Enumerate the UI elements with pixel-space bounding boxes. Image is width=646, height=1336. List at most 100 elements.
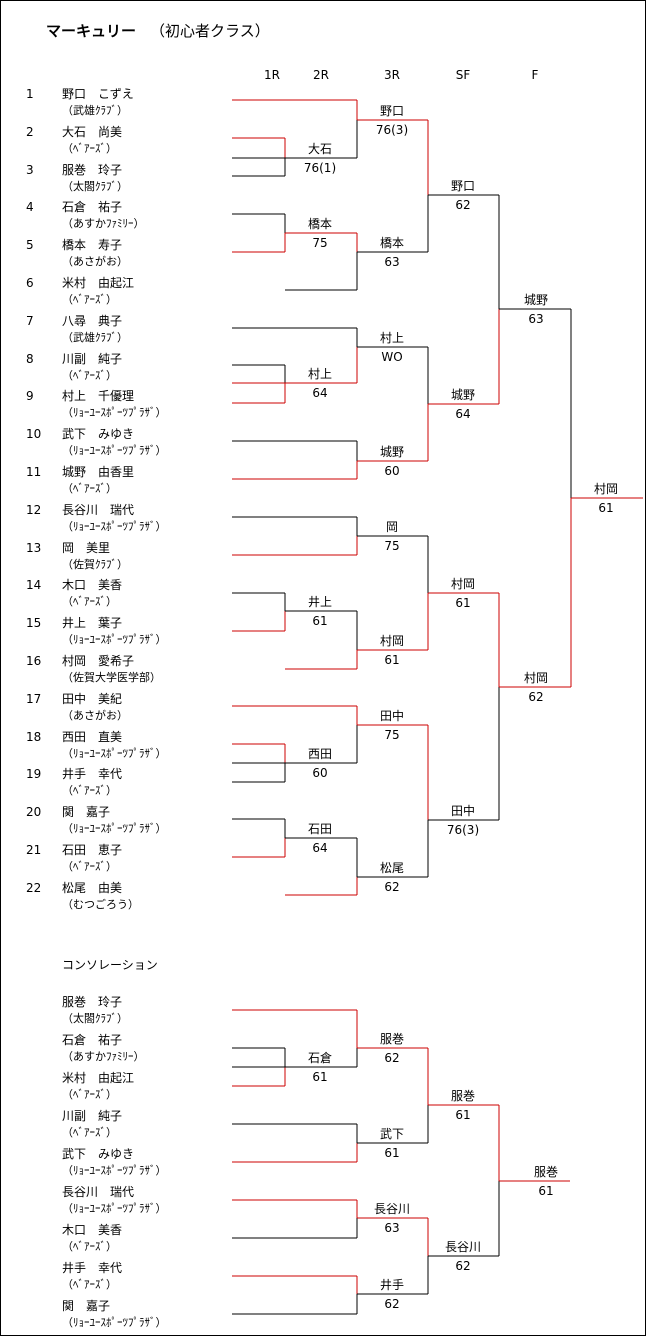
result-score: 60 [384,464,400,478]
result-name: 大石 [307,142,333,156]
player-number: 16 [26,654,42,668]
consolation-result-name: 井手 [379,1278,405,1292]
player-number: 18 [26,729,42,744]
player-name: 石田 恵子 [62,843,123,857]
consolation-player-club: （太閤ｸﾗﾌﾞ） [62,1012,128,1025]
consolation-player-name: 関 嘉子 [62,1299,111,1313]
player-number: 19 [26,767,42,782]
player-name: 橋本 寿子 [62,238,123,253]
player-club: （太閤ｸﾗﾌﾞ） [62,179,128,193]
consolation-result-score: 62 [384,1297,400,1311]
consolation-player-club: （ﾍﾞｱｰｽﾞ） [62,1126,117,1139]
result-score: 62 [455,198,471,212]
consolation-result-name: 石倉 [307,1051,333,1065]
player-club: （ﾍﾞｱｰｽﾞ） [62,860,117,873]
player-name: 川副 純子 [62,351,123,366]
round-header: F [531,68,539,82]
player-number: 21 [26,843,42,857]
player-club: （ﾍﾞｱｰｽﾞ） [62,784,117,798]
player-number: 3 [26,162,34,177]
player-name: 野口 こずえ [62,87,134,101]
result-score: 64 [455,407,471,421]
consolation-player-club: （ﾘｮｰﾕｰｽﾎﾟｰﾂﾌﾟﾗｻﾞ） [62,1164,167,1177]
subtitle-text: （初心者クラス） [150,22,270,40]
round-header: 3R [384,68,400,82]
consolation-player-club: （あすかﾌｧﾐﾘｰ） [62,1050,145,1063]
player-club: （ﾘｮｰﾕｰｽﾎﾟｰﾂﾌﾟﾗｻﾞ） [62,633,167,647]
result-score: 75 [312,236,328,250]
player-number: 12 [26,502,42,517]
player-name: 長谷川 瑞代 [62,502,135,517]
result-score: 61 [598,501,614,515]
player-club: （武雄ｸﾗﾌﾞ） [62,104,128,117]
result-name: 城野 [450,388,476,402]
player-number: 9 [26,389,34,404]
result-score: 76(1) [303,161,337,175]
consolation-result-name: 服巻 [450,1089,476,1103]
player-number: 6 [26,276,34,290]
player-number: 7 [26,313,34,328]
result-name: 橋本 [307,217,333,231]
result-name: 村岡 [379,634,405,648]
consolation-result-score: 62 [455,1259,471,1273]
consolation-player-name: 川副 純子 [62,1109,123,1123]
result-score: 62 [384,880,400,894]
player-name: 服巻 玲子 [62,162,123,177]
result-score: 64 [312,841,328,855]
player-club: （佐賀ｸﾗﾌﾞ） [62,557,128,571]
player-club: （ﾍﾞｱｰｽﾞ） [62,293,117,306]
result-name: 村岡 [450,577,476,591]
consolation-player-name: 井手 幸代 [62,1261,123,1275]
title-text: マーキュリー [46,22,137,40]
consolation-result-score: 61 [538,1184,554,1198]
result-name: 岡 [385,520,399,534]
player-club: （ﾍﾞｱｰｽﾞ） [62,595,117,609]
consolation-result-name: 長谷川 [444,1240,482,1254]
consolation-result-score: 61 [455,1108,471,1122]
result-score: 61 [384,653,400,667]
player-number: 5 [26,238,34,253]
player-number: 10 [26,427,42,442]
player-name: 武下 みゆき [62,427,135,442]
player-number: 15 [26,616,42,631]
result-score: 61 [455,596,471,610]
player-club: （むつごろう） [62,897,139,911]
player-club: （あさがお） [62,255,128,269]
page-title: マーキュリー （初心者クラス） [46,20,270,41]
player-name: 西田 直美 [62,729,123,744]
result-name: 田中 [379,709,405,723]
player-number: 8 [26,351,34,366]
player-name: 村上 千優理 [62,389,135,404]
consolation-result-name: 服巻 [533,1165,559,1179]
result-score: 62 [528,690,544,704]
consolation-player-name: 長谷川 瑞代 [62,1185,135,1199]
player-number: 4 [26,200,34,215]
player-club: （ﾍﾞｱｰｽﾞ） [62,482,117,495]
player-club: （あさがお） [62,708,128,722]
result-name: 橋本 [379,236,405,250]
result-name: 村岡 [523,671,549,685]
player-name: 井上 葉子 [62,616,123,631]
player-name: 米村 由起江 [62,276,135,290]
result-name: 松尾 [379,861,405,875]
player-number: 14 [26,578,42,593]
result-score: 75 [384,728,400,742]
player-club: （ﾘｮｰﾕｰｽﾎﾟｰﾂﾌﾟﾗｻﾞ） [62,519,167,533]
consolation-player-club: （ﾘｮｰﾕｰｽﾎﾟｰﾂﾌﾟﾗｻﾞ） [62,1202,167,1215]
player-name: 岡 美里 [62,540,111,555]
player-name: 関 嘉子 [62,805,111,820]
result-name: 井上 [307,595,333,609]
result-name: 村上 [307,367,333,381]
round-header: 1R [264,68,280,82]
consolation-result-score: 61 [312,1070,328,1084]
result-score: 60 [312,766,328,780]
player-name: 松尾 由美 [62,880,123,895]
result-name: 野口 [450,179,476,193]
player-club: （ﾘｮｰﾕｰｽﾎﾟｰﾂﾌﾟﾗｻﾞ） [62,444,167,458]
result-name: 石田 [307,822,333,836]
result-name: 村岡 [593,482,619,496]
result-name: 村上 [379,331,405,345]
player-number: 11 [26,465,42,479]
player-club: （ﾍﾞｱｰｽﾞ） [62,368,117,382]
